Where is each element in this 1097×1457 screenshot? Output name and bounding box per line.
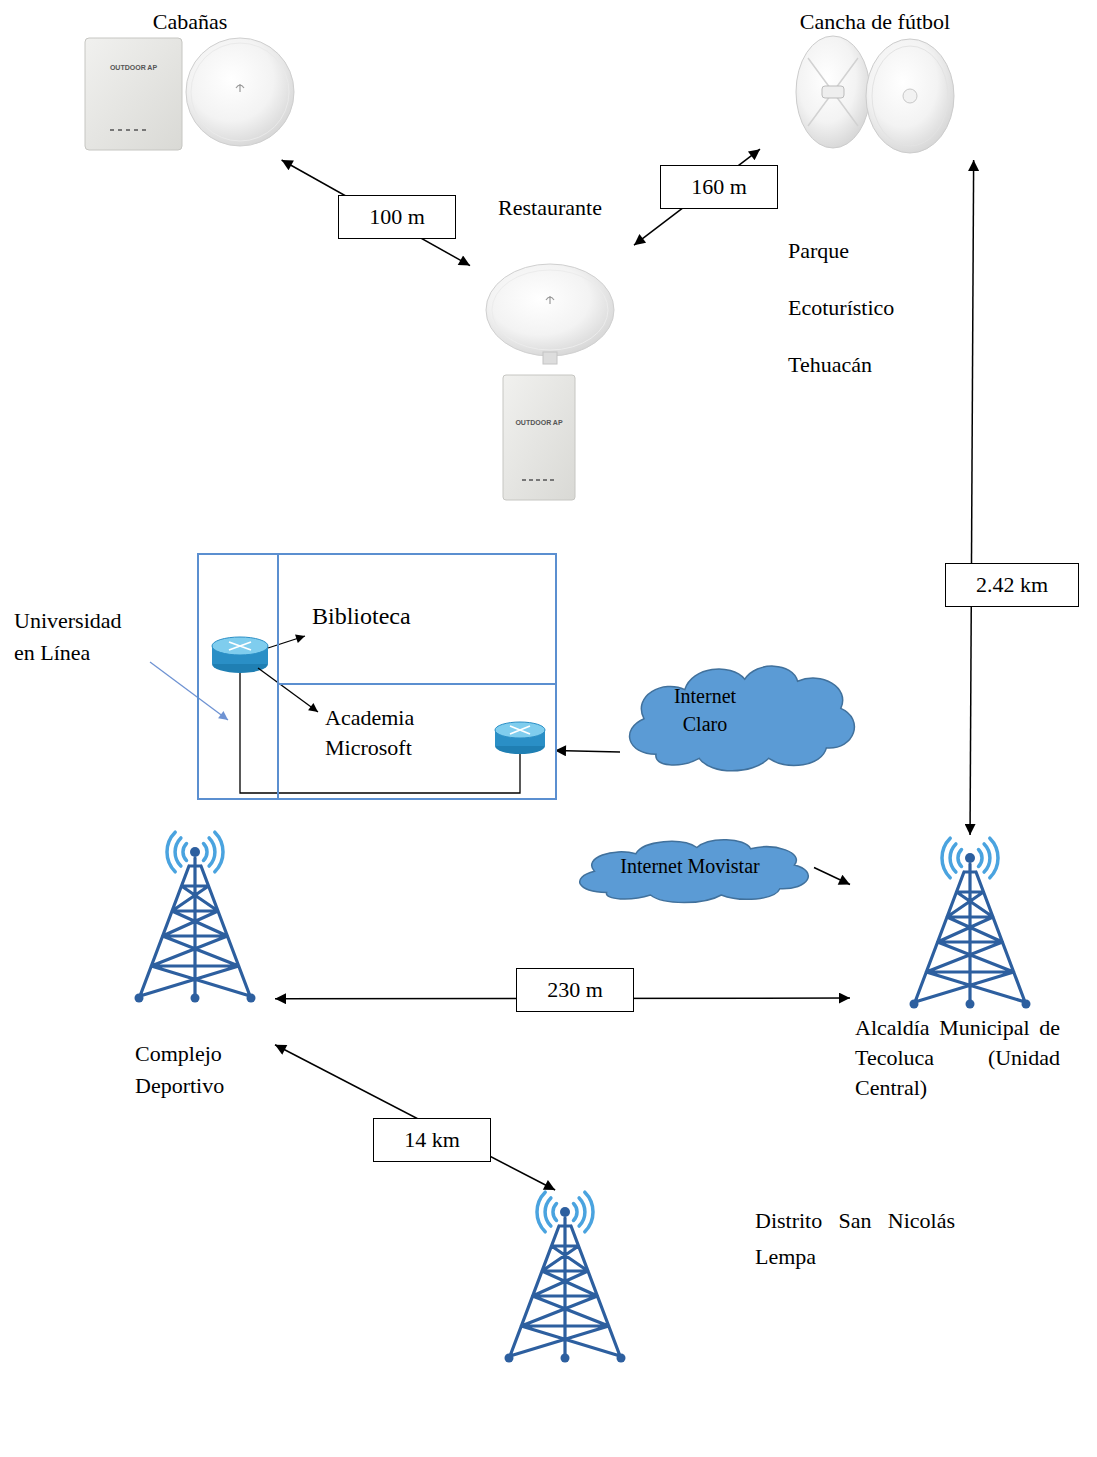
site-label: Restaurante [470,194,630,222]
tower-icon [135,832,256,1002]
tower-icon [910,838,1031,1008]
link-arrow [555,751,620,752]
distance-label: 160 m [660,165,778,209]
feed-horn [903,89,917,103]
ap-leds [522,479,554,481]
dish-antenna [866,39,954,153]
distance-label: 14 km [373,1118,491,1162]
cloud-label: Internet Claro [655,682,755,738]
room-cell: Biblioteca [277,555,555,685]
distance-label: 2.42 km [945,563,1079,607]
router-icon [212,637,268,655]
pointer-arrow [258,668,318,712]
feed-struts [808,58,858,126]
distance-label: 230 m [516,968,634,1012]
router-arrows [229,642,251,650]
internet-cloud: Internet Claro [620,650,860,775]
site-label: Distrito San Nicolás Lempa [755,1203,955,1275]
site-label: Complejo Deportivo [135,1038,260,1102]
dish-antenna [796,36,870,148]
site-label: Cancha de fútbol [760,8,990,36]
dish-rim [191,43,289,141]
dish-rim [872,46,948,146]
distance-label: 100 m [338,195,456,239]
park-label: Parque Ecoturístico Tehuacán [788,222,918,393]
internet-cloud: Internet Movistar [570,830,814,905]
link-arrow [282,160,470,266]
dish-antenna [486,264,614,356]
cloud-shape [620,650,860,775]
pointer-arrow [268,636,305,648]
link-arrow [275,1045,555,1190]
room-label: Academia Microsoft [325,703,455,763]
link-arrow [814,868,850,885]
site-node: Cancha de fútbol [760,5,994,160]
dish-antenna [186,38,294,146]
feed-horn [822,86,844,98]
device-label: OUTDOOR AP [503,418,575,427]
outdoor-ap [85,38,182,150]
site-node: Cabañas [80,5,304,160]
dish-logo [236,84,244,92]
link-arrow [970,160,974,835]
router-cable [240,673,520,793]
device-label: OUTDOOR AP [85,63,182,72]
router-arrows [510,726,530,734]
dish-logo [546,296,554,304]
outdoor-ap [503,375,575,500]
building-label: Universidad en Línea [14,605,139,669]
tower-site: Distrito San Nicolás Lempa [495,1190,980,1365]
site-node: Restaurante [470,190,634,505]
room-cell: Academia Microsoft [277,685,555,798]
tower-site: Alcaldía Municipal de Tecoluca (Unidad C… [850,835,1092,1110]
room-label: Biblioteca [312,601,411,631]
leader-line [150,662,228,720]
router-icon [495,722,545,738]
ap-leds [110,129,146,131]
tower-icon [505,1192,626,1362]
dish-rim [492,270,608,350]
site-label: Cabañas [80,8,300,36]
cloud-label: Internet Movistar [570,852,810,880]
dish-mount [543,352,557,364]
tower-site: Complejo Deportivo [110,835,275,1106]
building-box: Universidad en LíneaBibliotecaAcademia M… [197,553,557,800]
site-label: Alcaldía Municipal de Tecoluca (Unidad C… [855,1013,1060,1103]
cloud-outline [630,666,855,771]
